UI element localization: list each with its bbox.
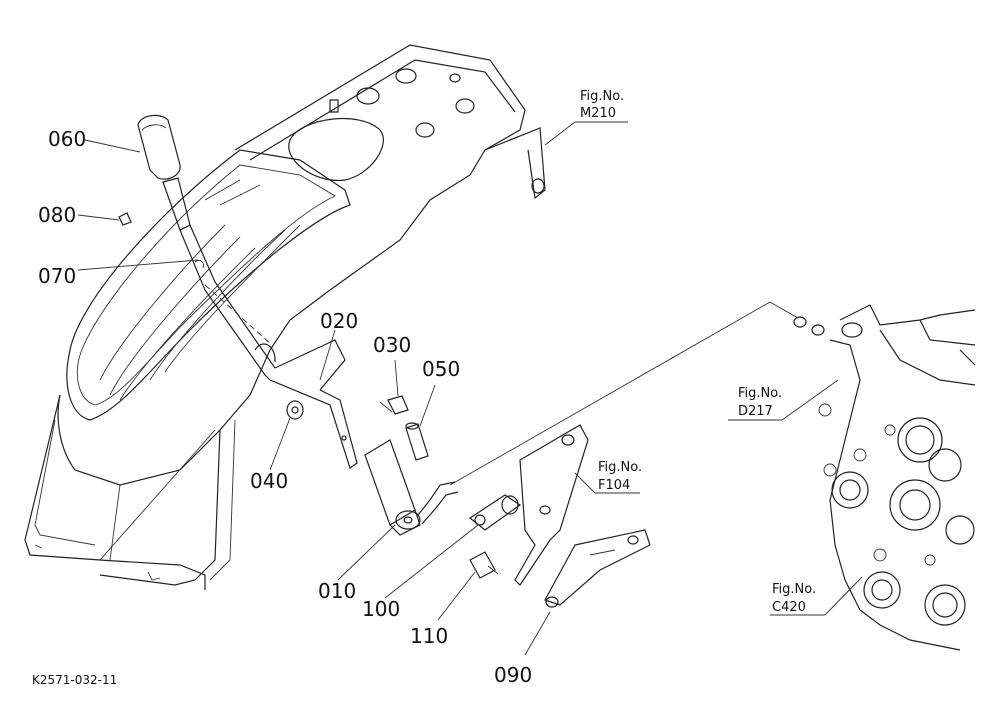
fig-ref-f104[interactable]: Fig.No. F104 [598, 460, 642, 493]
part-label-100: 100 [362, 597, 400, 621]
fig-ref-m210-title: Fig.No. [580, 89, 624, 104]
leader-lines [77, 121, 863, 656]
fig-ref-c420-title: Fig.No. [772, 582, 816, 597]
fig-ref-d217-title: Fig.No. [738, 386, 782, 401]
fig-ref-c420-number: C420 [772, 600, 806, 615]
nut [286, 400, 304, 420]
part-label-080: 080 [38, 203, 76, 227]
part-label-040: 040 [250, 469, 288, 493]
arm-090 [544, 529, 651, 608]
housing-illustration [793, 304, 976, 651]
fig-ref-m210[interactable]: Fig.No. M210 [580, 89, 624, 121]
link-rod [468, 494, 522, 531]
plate-bracket [514, 424, 589, 586]
part-label-110: 110 [410, 624, 448, 648]
part-label-020: 020 [320, 309, 358, 333]
bracket-assembly [364, 439, 459, 536]
fig-ref-c420[interactable]: Fig.No. C420 [772, 582, 816, 615]
part-label-010: 010 [318, 579, 356, 603]
lever-assembly [137, 114, 358, 469]
bolt-110 [469, 551, 499, 579]
fig-ref-d217[interactable]: Fig.No. D217 [738, 386, 782, 419]
part-label-060: 060 [48, 127, 86, 151]
part-label-050: 050 [422, 357, 460, 381]
part-label-090: 090 [494, 663, 532, 687]
part-label-070: 070 [38, 264, 76, 288]
fig-ref-m210-number: M210 [580, 106, 616, 121]
fig-ref-d217-number: D217 [738, 404, 773, 419]
bolt [379, 395, 409, 415]
fig-ref-f104-title: Fig.No. [598, 460, 642, 475]
fender-illustration [24, 44, 546, 590]
screw [118, 212, 132, 226]
part-label-030: 030 [373, 333, 411, 357]
fig-ref-f104-number: F104 [598, 478, 630, 493]
drawing-id: K2571-032-11 [32, 673, 117, 687]
pin [405, 422, 429, 461]
